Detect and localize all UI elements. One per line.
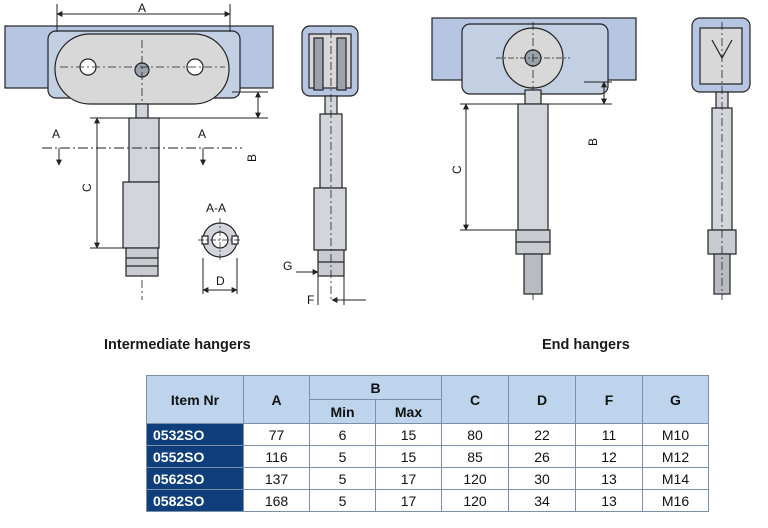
neck [135,103,149,119]
label-dim-g: G [283,259,292,273]
label-dim-d: D [216,274,225,288]
cell-a: 77 [243,423,310,446]
cell-c: 80 [441,423,509,446]
technical-drawing: A A A B C A-A D G F C B [4,1,751,307]
dimension-lines-front [42,4,268,249]
end-front-view [431,17,637,300]
cell-d: 30 [508,467,576,490]
table-row: 0562SO 137 5 17 120 30 13 M14 [146,467,709,490]
cell-d: 34 [508,489,576,512]
caption-end: End hangers [542,337,630,353]
label-dim-b-right: B [586,138,600,146]
cell-g: M12 [642,445,709,468]
threaded-stud [523,253,543,295]
label-section-a-right: A [198,127,206,141]
header-f: F [575,375,643,424]
cell-b-max: 15 [375,423,442,446]
label-section-a-left: A [52,127,60,141]
cell-b-min: 5 [309,467,376,490]
lower-rod [122,181,160,249]
cell-a: 137 [243,467,310,490]
cell-a: 168 [243,489,310,512]
cell-f: 12 [575,445,643,468]
cell-item: 0562SO [146,467,244,490]
cell-b-max: 17 [375,489,442,512]
dimension-lines-side [296,269,366,305]
upper-rod [128,117,160,183]
caption-intermediate: Intermediate hangers [104,337,251,353]
nut [125,247,159,277]
cell-b-max: 17 [375,467,442,490]
cell-f: 13 [575,467,643,490]
cell-item: 0582SO [146,489,244,512]
intermediate-side-view [301,25,359,300]
cell-g: M16 [642,489,709,512]
cell-d: 26 [508,445,576,468]
end-side-view [691,17,751,300]
cell-c: 120 [441,489,509,512]
section-a-a [198,218,242,294]
table-row: 0552SO 116 5 15 85 26 12 M12 [146,445,709,468]
intermediate-front-view [4,25,274,300]
label-dim-c-right: C [450,165,464,174]
cell-g: M10 [642,423,709,446]
cell-b-min: 5 [309,445,376,468]
cell-c: 120 [441,467,509,490]
cell-b-max: 15 [375,445,442,468]
header-g: G [642,375,709,424]
header-item-nr: Item Nr [146,375,244,424]
table-row: 0582SO 168 5 17 120 34 13 M16 [146,489,709,512]
cell-c: 85 [441,445,509,468]
cell-d: 22 [508,423,576,446]
header-b-max: Max [375,399,442,424]
cell-b-min: 5 [309,489,376,512]
table-row: 0532SO 77 6 15 80 22 11 M10 [146,423,709,446]
cell-a: 116 [243,445,310,468]
header-c: C [441,375,509,424]
cell-f: 13 [575,489,643,512]
label-section-title: A-A [206,201,226,215]
label-dim-a-top: A [138,1,146,15]
header-b: B [309,375,442,400]
header-d: D [508,375,576,424]
header-b-min: Min [309,399,376,424]
cell-g: M14 [642,467,709,490]
cell-b-min: 6 [309,423,376,446]
spec-table: Item Nr A B C D F G Min Max 0532SO 77 6 … [146,375,709,512]
cell-item: 0532SO [146,423,244,446]
cell-f: 11 [575,423,643,446]
label-dim-b-left: B [245,154,259,162]
cell-item: 0552SO [146,445,244,468]
dimension-lines-end [460,81,612,231]
header-a: A [243,375,310,424]
label-dim-c-left: C [80,183,94,192]
label-dim-f: F [307,293,314,307]
